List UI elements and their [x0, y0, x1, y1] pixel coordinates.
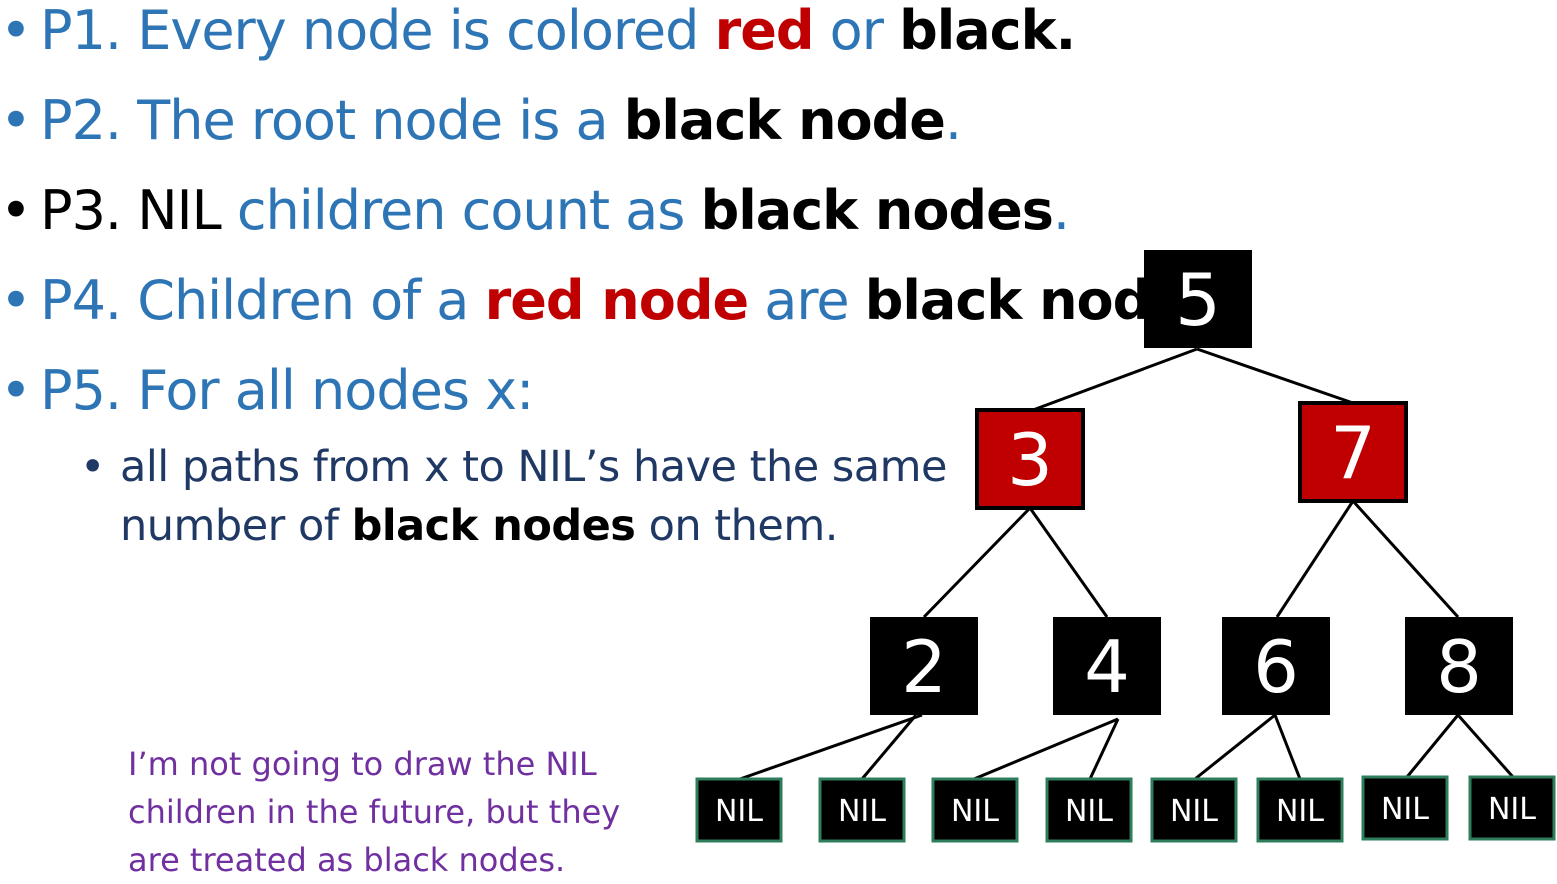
nil-label: NIL — [1276, 794, 1324, 829]
edge-nil-7 — [1405, 714, 1460, 778]
nil-label: NIL — [1170, 794, 1218, 829]
p1-or: or — [813, 0, 900, 62]
p3-text: P3. NIL — [40, 179, 222, 242]
edge-3-2 — [922, 506, 1032, 619]
edge-7-8 — [1351, 499, 1460, 619]
p1-text: P1. Every node is colored — [40, 0, 715, 62]
p2-end: . — [944, 89, 962, 152]
property-p5: •P5. For all nodes x: — [0, 359, 534, 422]
tree-node-4: 4 — [1053, 617, 1161, 715]
p1-black: black. — [899, 0, 1076, 62]
edge-5-3 — [1032, 347, 1198, 412]
edge-nil-5 — [1194, 713, 1276, 781]
node-label-7: 7 — [1330, 411, 1376, 495]
edge-nil-8 — [1456, 714, 1515, 778]
note-line1: I’m not going to draw the NIL — [128, 745, 597, 783]
p4-red: red node — [484, 269, 750, 332]
nil-label: NIL — [951, 794, 999, 829]
tree-node-7: 7 — [1298, 401, 1408, 503]
p1-red: red — [714, 0, 815, 62]
p5-line2-post: on them. — [635, 501, 839, 551]
p3-mid: children count as — [220, 179, 701, 242]
edge-nil-6 — [1273, 714, 1302, 780]
tree-node-8: 8 — [1405, 617, 1513, 715]
node-label-6: 6 — [1253, 625, 1299, 709]
p5-line2-pre: number of — [120, 501, 352, 551]
node-label-3: 3 — [1007, 418, 1053, 502]
node-label-8: 8 — [1436, 625, 1482, 709]
nil-note: I’m not going to draw the NIL children i… — [128, 740, 668, 884]
p5-text: P5. For all nodes x: — [40, 359, 534, 422]
sub-bullet-dot: • — [80, 442, 105, 492]
property-p2: •P2. The root node is a black node. — [0, 89, 962, 152]
node-box-4 — [1053, 617, 1161, 715]
nil-label: NIL — [1065, 794, 1113, 829]
bullet-dot: • — [0, 269, 32, 332]
nil-label: NIL — [715, 794, 763, 829]
node-label-2: 2 — [901, 625, 947, 709]
nil-box — [931, 777, 1019, 843]
nil-box — [695, 777, 783, 843]
p5-detail-line1: all paths from x to NIL’s have the same — [120, 442, 947, 492]
edge-nil-3 — [973, 717, 1119, 781]
edge-7-6 — [1275, 500, 1355, 618]
note-line3: are treated as black nodes. — [128, 841, 566, 879]
bullet-dot: • — [0, 0, 32, 62]
nil-node-6: NIL — [1256, 777, 1344, 843]
nil-box — [1468, 775, 1556, 841]
edge-nil-4 — [1088, 718, 1120, 780]
note-line2: children in the future, but they — [128, 793, 621, 831]
nil-box — [1361, 775, 1449, 841]
nil-box — [1150, 777, 1238, 843]
nil-label: NIL — [1488, 792, 1536, 827]
node-box-8 — [1405, 617, 1513, 715]
bullet-dot: • — [0, 179, 32, 242]
nil-node-3: NIL — [931, 777, 1019, 843]
node-label-5: 5 — [1175, 258, 1221, 342]
node-box-3 — [975, 408, 1085, 510]
nil-label: NIL — [1381, 792, 1429, 827]
p3-black: black nodes — [700, 179, 1054, 242]
property-p1: •P1. Every node is colored red or black. — [0, 0, 1076, 62]
p5-line2-bold: black nodes — [351, 501, 636, 551]
nil-node-4: NIL — [1045, 777, 1133, 843]
nil-label: NIL — [838, 794, 886, 829]
nil-box — [1045, 777, 1133, 843]
node-box-6 — [1222, 617, 1330, 715]
edge-5-7 — [1196, 347, 1354, 405]
bullet-dot: • — [0, 359, 32, 422]
nil-node-1: NIL — [695, 777, 783, 843]
p5-detail-text: all paths from x to NIL’s have the same … — [120, 438, 947, 556]
node-label-4: 4 — [1084, 625, 1130, 709]
p2-text: P2. The root node is a — [40, 89, 624, 152]
p5-detail-line2: number of black nodes on them. — [120, 497, 947, 556]
nil-node-7: NIL — [1361, 775, 1449, 841]
bullet-dot: • — [0, 89, 32, 152]
tree-node-2: 2 — [870, 617, 978, 715]
nil-node-2: NIL — [818, 777, 906, 843]
node-box-7 — [1298, 401, 1408, 503]
p4-mid: are — [748, 269, 865, 332]
property-p3: •P3. NIL children count as black nodes. — [0, 179, 1070, 242]
tree-node-6: 6 — [1222, 617, 1330, 715]
node-box-5 — [1144, 250, 1252, 348]
edge-nil-2 — [860, 714, 918, 780]
tree-node-3: 3 — [975, 408, 1085, 510]
tree-node-5: 5 — [1144, 250, 1252, 348]
node-box-2 — [870, 617, 978, 715]
p2-black: black node — [623, 89, 946, 152]
nil-node-8: NIL — [1468, 775, 1556, 841]
nil-box — [1256, 777, 1344, 843]
nil-node-5: NIL — [1150, 777, 1238, 843]
edge-nil-1 — [739, 713, 923, 781]
p3-end: . — [1052, 179, 1070, 242]
p4-text: P4. Children of a — [40, 269, 485, 332]
tree-edges — [739, 347, 1515, 781]
edge-3-4 — [1028, 507, 1109, 618]
nil-box — [818, 777, 906, 843]
